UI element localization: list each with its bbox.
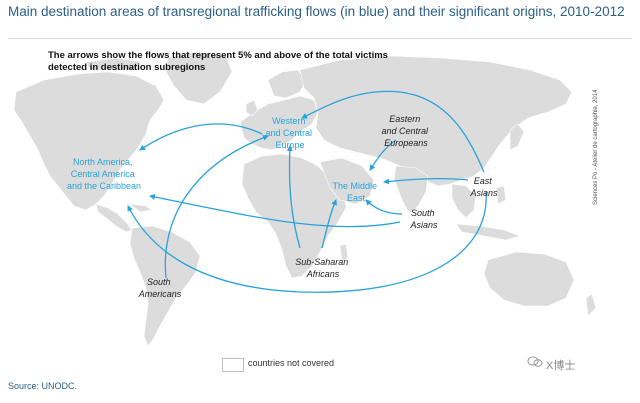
greenland [165,51,233,105]
south-america [129,225,201,347]
label-sub-saharan-africans: Sub-Saharan Africans [295,257,351,279]
label-eastern-europeans: Eastern and Central Europeans [381,114,430,148]
caribbean [128,203,153,213]
label-middle-east: The Middle East [332,181,379,203]
uk [245,99,259,117]
flow-western-europe-to-north-america [139,123,263,151]
arctic-islands [85,57,141,71]
flow-south-america-to-western-europe [164,134,269,279]
north-america [13,71,165,211]
scandinavia [267,69,307,99]
flow-arrows [127,90,487,293]
india [393,165,429,215]
source-note: Source: UNODC. [8,381,78,391]
flow-sub-saharan-to-middle-east [321,199,337,249]
title-divider [8,38,632,39]
asia [299,55,573,187]
southeast-asia [451,183,477,219]
flow-east-asia-to-north-america [127,191,487,293]
indonesia [455,223,521,241]
label-western-europe: Western and Central Europe [265,116,314,150]
legend-not-covered-swatch [222,358,244,372]
flow-south-asia-to-north-america [149,194,401,228]
label-east-asians: East Asians [469,176,498,198]
watermark: X博士 [546,360,576,372]
label-north-america: North America, Central America and the C… [67,157,141,191]
map-title: Main destination areas of transregional … [8,4,625,19]
map-subtitle: The arrows show the flows that represent… [48,50,388,73]
landmasses [13,51,597,347]
flow-south-asia-to-middle-east [365,199,403,215]
legend-not-covered-label: countries not covered [248,358,335,368]
flow-east-asia-to-middle-east [383,178,469,185]
flow-eastern-europe-to-middle-east [369,139,397,171]
japan [509,123,525,151]
label-south-americans: South Americans [138,277,182,299]
madagascar [339,243,349,263]
philippines [495,185,507,205]
label-south-asians: South Asians [409,208,438,230]
new-zealand [585,293,597,317]
flow-sub-saharan-to-western-europe [286,145,301,249]
cartography-credit: Sciences Po - Atelier de cartographie, 2… [593,89,599,205]
flow-east-asia-to-western-europe [301,90,485,173]
europe [239,95,319,151]
australia [483,251,575,307]
africa [241,153,347,279]
wechat-icon [527,356,543,367]
arabia [319,157,375,205]
central-america [95,203,133,233]
